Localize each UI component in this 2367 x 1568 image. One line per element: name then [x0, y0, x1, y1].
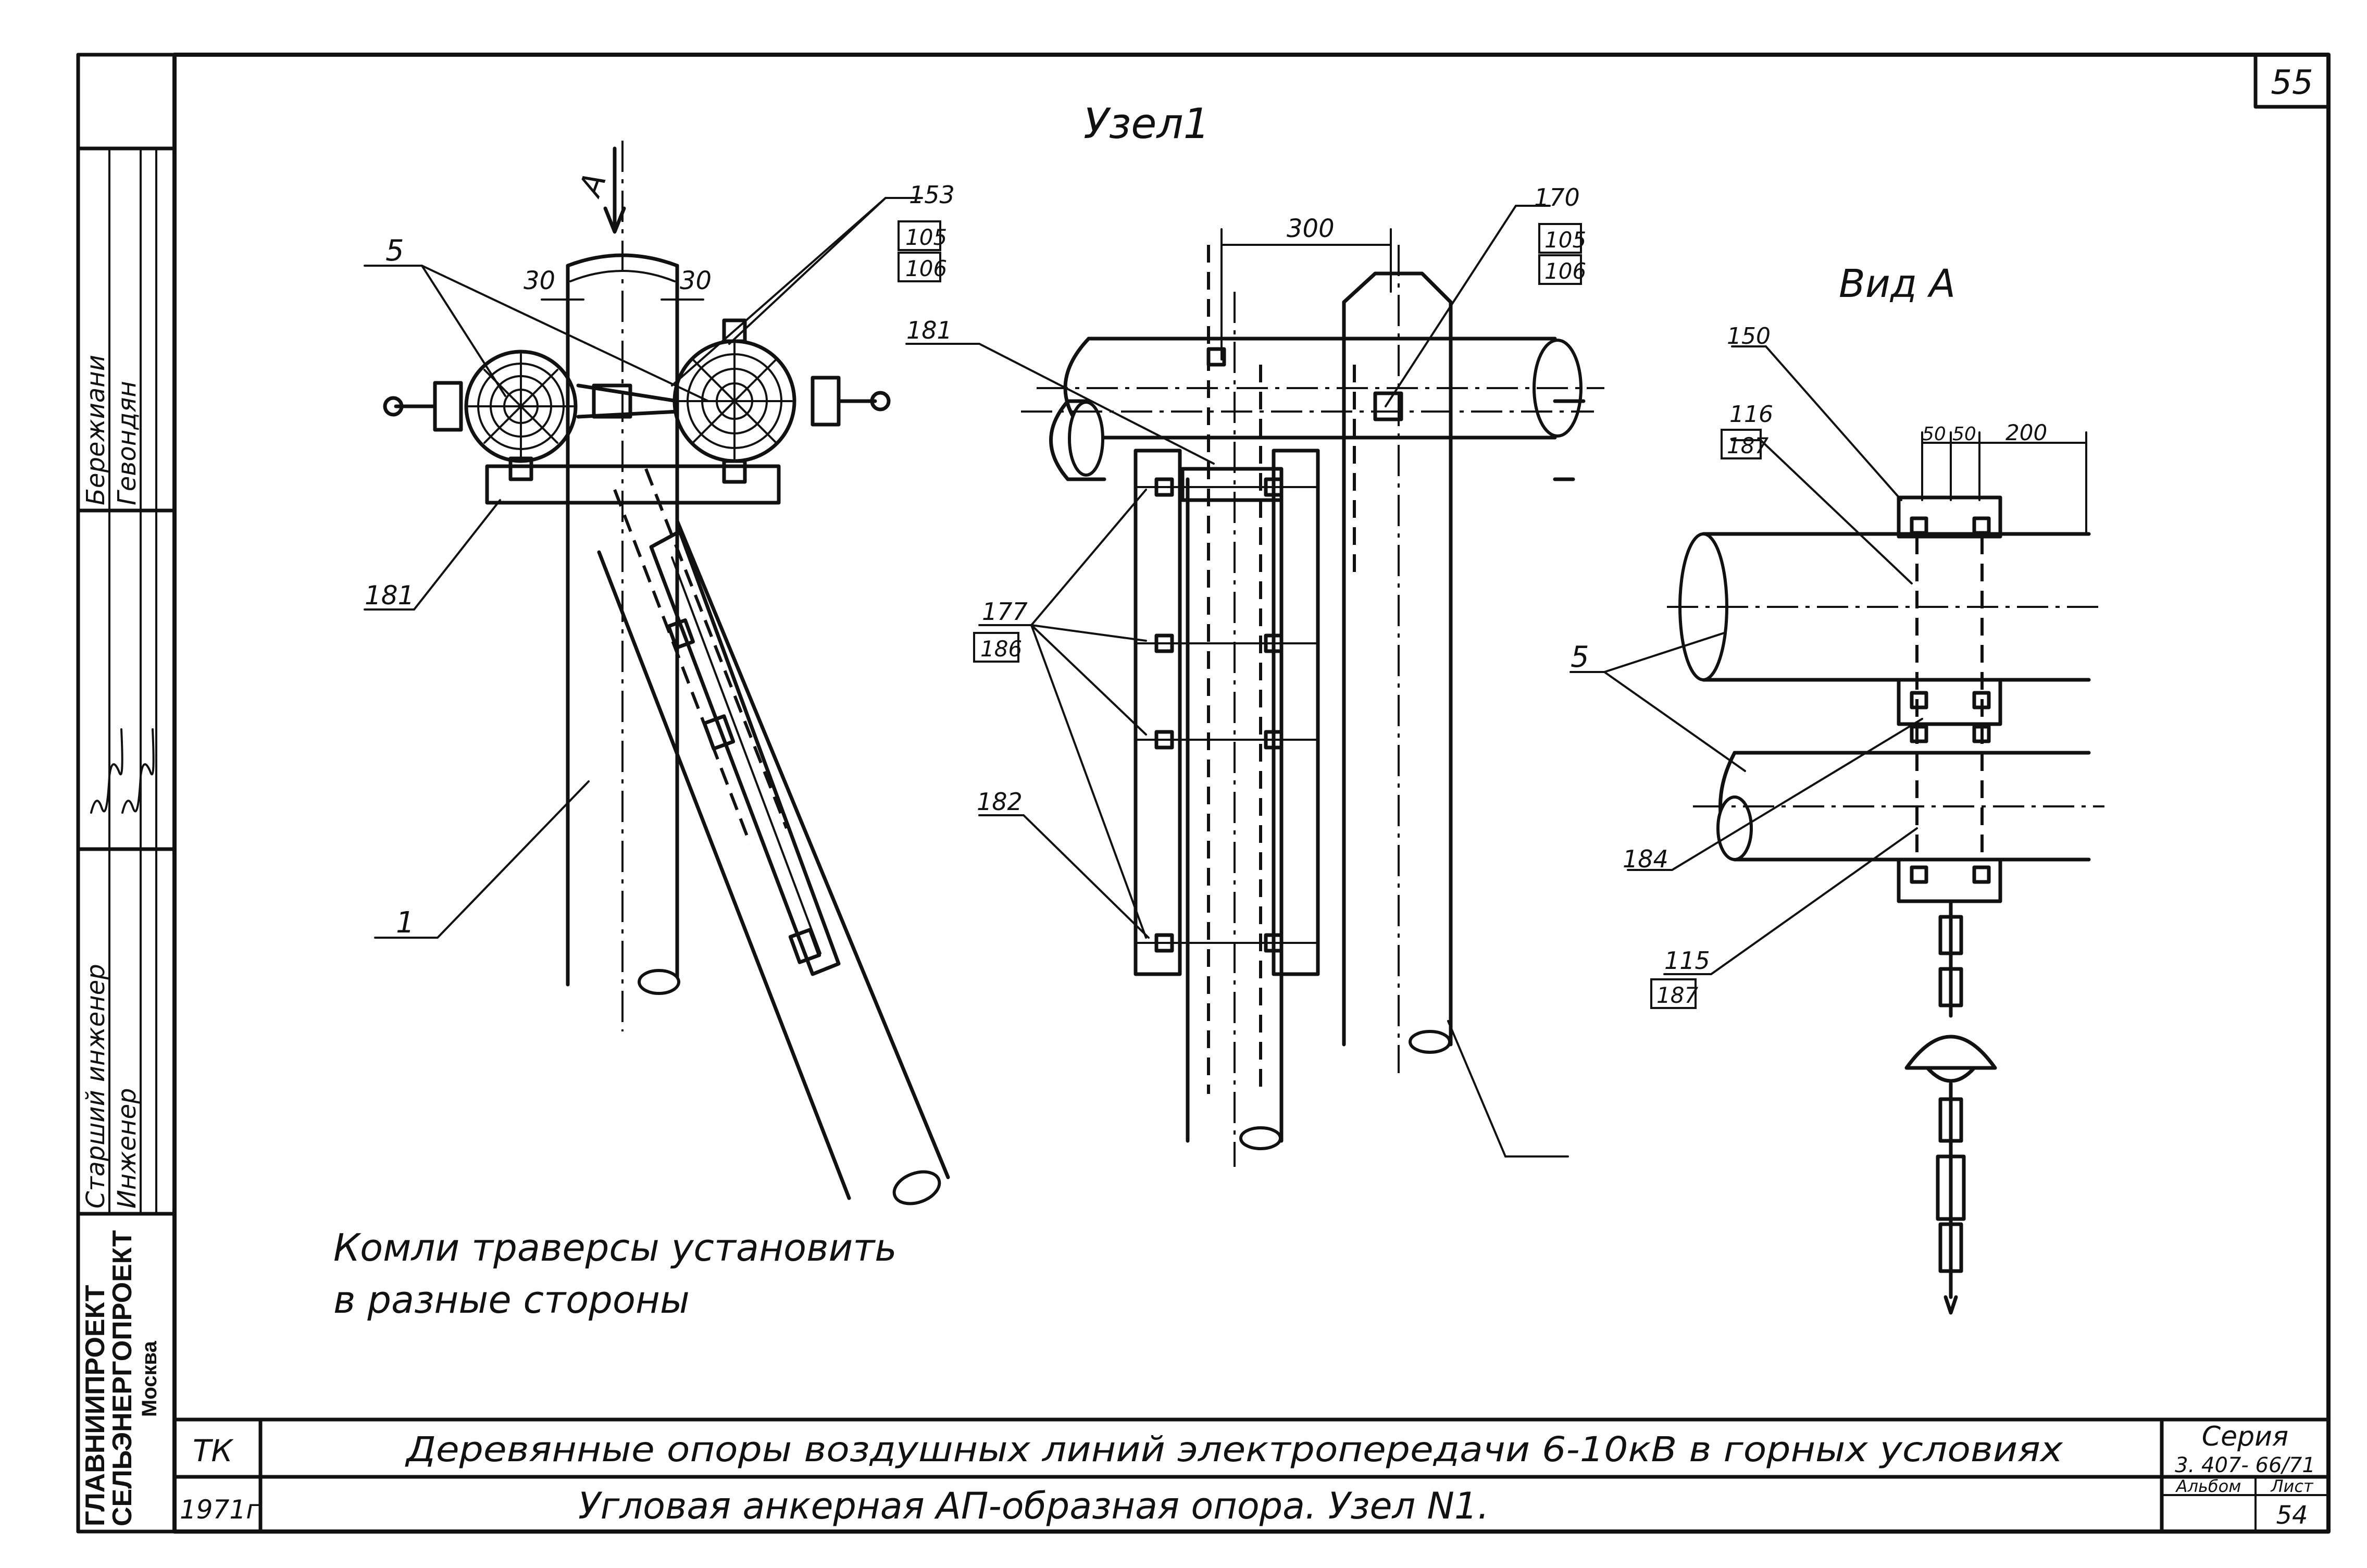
right-label-187b: 187 — [1656, 982, 1698, 1008]
right-label-184: 184 — [1623, 845, 1668, 873]
crossarm-plate-181 — [485, 464, 781, 505]
middle-dim-300: 300 — [1287, 214, 1335, 243]
stamp-sheet-value: 54 — [2276, 1501, 2308, 1530]
right-label-187a: 187 — [1727, 433, 1768, 458]
right-label-5: 5 — [1571, 640, 1589, 674]
stamp-series-value: 3. 407- 66/71 — [2175, 1453, 2315, 1477]
middle-strap-left — [1133, 449, 1182, 976]
middle-view — [905, 205, 1604, 1167]
side-block: ГЛАВНИИПРОЕКТ СЕЛЬЭНЕРГОПРОЕКТ Москва Ст… — [76, 146, 177, 1526]
org-name-1: ГЛАВНИИПРОЕКТ — [80, 1285, 110, 1526]
strap-182 — [649, 529, 841, 976]
role-senior-engineer: Старший инженер — [81, 964, 110, 1209]
org-name-2: СЕЛЬЭНЕРГОПРОЕКТ — [107, 1230, 138, 1526]
title-stamp — [172, 1417, 2331, 1534]
stamp-sheet-label: Лист — [2270, 1476, 2313, 1496]
right-label-150: 150 — [1727, 323, 1771, 350]
right-view — [1569, 345, 2104, 1315]
right-dim-50a: 50 — [1922, 424, 1946, 445]
left-label-181: 181 — [365, 580, 414, 611]
middle-label-170: 170 — [1534, 183, 1580, 211]
role-engineer: Инженер — [113, 1088, 142, 1209]
view-arrow-label: А — [571, 168, 614, 203]
middle-label-106: 106 — [1544, 258, 1586, 284]
middle-crossarm-upper — [1087, 337, 1557, 440]
stamp-title-2: Угловая анкерная АП-образная опора. Узел… — [578, 1485, 1489, 1527]
sheet-frame — [76, 53, 2331, 1534]
middle-label-186: 186 — [980, 636, 1022, 662]
node-title: Узел1 — [1083, 99, 1210, 148]
name-2: Гевондян — [113, 381, 142, 505]
stamp-year: 1971г — [180, 1495, 260, 1525]
left-view: А — [364, 141, 950, 1205]
stamp-code: ТК — [193, 1433, 234, 1469]
view-a-log-upper — [1701, 532, 2091, 682]
signature-2 — [121, 728, 155, 814]
stamp-title-1: Деревянные опоры воздушных линий электро… — [405, 1429, 2063, 1470]
right-label-115: 115 — [1664, 947, 1710, 975]
suspended-insulator — [1904, 899, 1997, 1315]
middle-label-181: 181 — [906, 316, 952, 344]
page-number: 55 — [2271, 64, 2313, 102]
name-1: Бережиани — [81, 355, 110, 505]
note-line-2: в разные стороны — [333, 1278, 690, 1322]
middle-label-182: 182 — [977, 788, 1023, 816]
stamp-series-label: Серия — [2202, 1421, 2288, 1452]
signature-1 — [90, 728, 123, 814]
left-label-1: 1 — [396, 906, 415, 940]
org-city: Москва — [138, 1340, 161, 1417]
view-a-title: Вид А — [1839, 262, 1955, 306]
left-dim-30a: 30 — [524, 266, 555, 295]
middle-label-105: 105 — [1544, 227, 1586, 253]
left-dim-30b: 30 — [680, 266, 712, 295]
pole-1 — [566, 264, 679, 987]
right-dim-200: 200 — [2005, 420, 2047, 445]
left-label-106: 106 — [905, 256, 947, 281]
insulator-left — [383, 350, 578, 481]
stamp-album-label: Альбом — [2175, 1476, 2241, 1496]
left-label-153: 153 — [909, 181, 955, 209]
left-label-5: 5 — [385, 234, 404, 268]
right-label-116: 116 — [1729, 401, 1773, 428]
strut-pole — [597, 519, 950, 1200]
right-dim-50b: 50 — [1952, 424, 1976, 445]
left-label-105: 105 — [905, 225, 947, 250]
middle-label-177: 177 — [982, 598, 1028, 626]
note-line-1: Комли траверсы установить — [333, 1226, 897, 1270]
middle-pole-right — [1342, 300, 1453, 1047]
middle-pole-left — [1186, 477, 1284, 1143]
